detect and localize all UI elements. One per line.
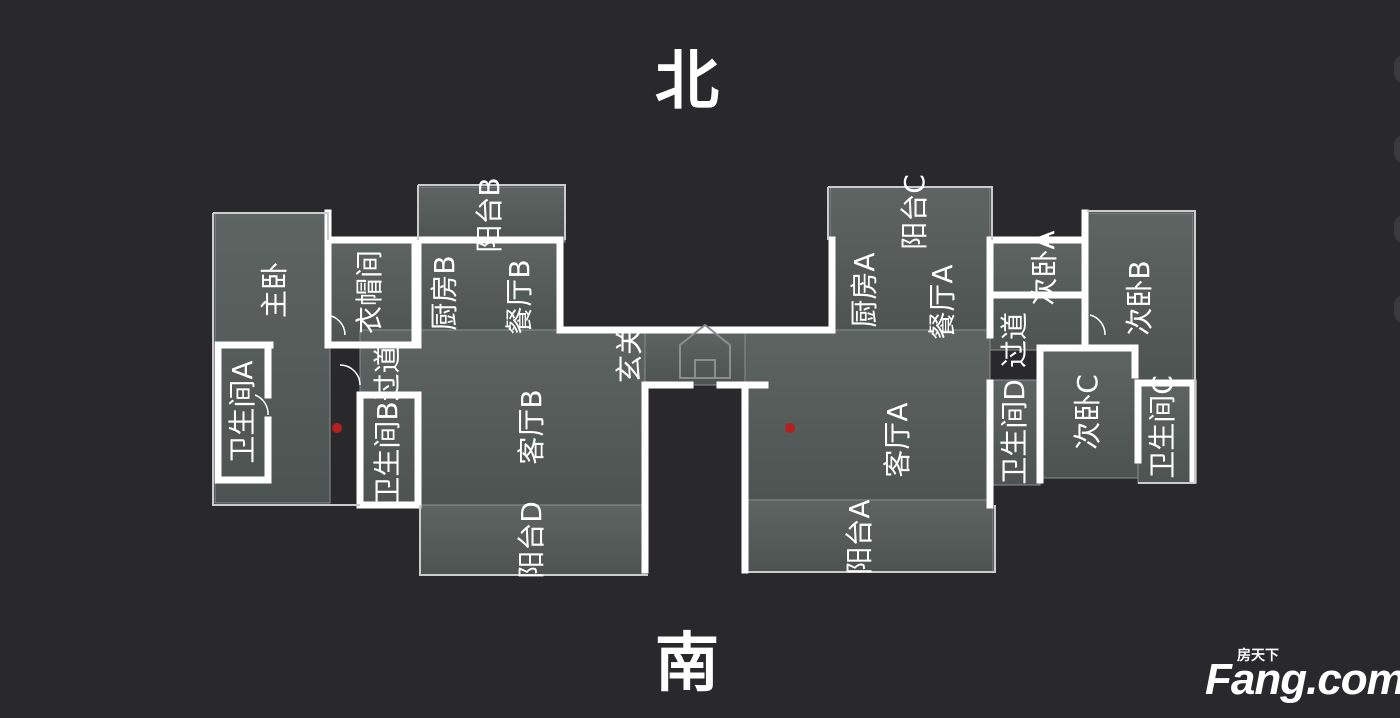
room-label-bedroom-c: 次卧C (1071, 374, 1104, 450)
floor-areas (214, 186, 1194, 576)
north-label: 北 (655, 45, 719, 119)
watermark-chinese: 房天下 (1237, 648, 1279, 664)
room-label-bathroom-b-corridor: 卫生间B过道 (371, 345, 404, 505)
room-label-bathroom-c: 卫生间C (1146, 375, 1179, 479)
floor-living-a (744, 329, 991, 511)
floor-balcony-d (419, 504, 646, 576)
room-label-bathroom-a: 卫生间A (226, 360, 259, 464)
door-arcs (254, 314, 1106, 416)
edge-handle (1394, 215, 1400, 243)
room-label-dining-b: 餐厅B (503, 259, 536, 335)
room-label-kitchen-b: 厨房B (428, 255, 461, 331)
floor-living-b (359, 329, 646, 506)
marker-dot (785, 423, 795, 433)
floor-bathroom-c (1137, 382, 1194, 484)
edge-handle (1394, 55, 1400, 83)
south-label: 南 (655, 627, 719, 701)
room-label-corridor: 过道 (998, 311, 1031, 369)
room-label-bedroom-b: 次卧B (1123, 260, 1156, 336)
room-label-entrance: 玄关 (613, 326, 646, 384)
floor-balcony-a (747, 499, 994, 573)
room-label-balcony-a: 阳台A (843, 499, 876, 575)
room-label-balcony-b: 阳台B (473, 177, 506, 253)
room-label-living-a: 客厅A (881, 402, 914, 478)
window-lines (212, 184, 1196, 576)
room-label-balcony-d: 阳台D (515, 501, 548, 579)
room-label-master-bedroom: 主卧 (258, 261, 291, 319)
edge-handle (1394, 295, 1400, 323)
room-label-living-b: 客厅B (515, 389, 548, 465)
marker-dot (332, 423, 342, 433)
room-label-kitchen-a: 厨房A (848, 252, 881, 328)
room-label-cloakroom: 衣帽间 (353, 249, 386, 335)
floor-master-bedroom (214, 212, 331, 504)
room-label-bedroom-a: 次卧A (1028, 230, 1061, 306)
walls (214, 209, 1197, 574)
room-label-balcony-c: 阳台C (898, 174, 931, 250)
edge-handle (1394, 135, 1400, 163)
house-icon (679, 323, 731, 379)
room-label-dining-a: 餐厅A (926, 264, 959, 340)
watermark-brand: Fang.com (1205, 655, 1400, 704)
floor-dining-a (829, 186, 991, 338)
floor-bedroom-c (1039, 347, 1139, 479)
fang-watermark: 房天下 Fang.com (1205, 645, 1400, 705)
room-label-bathroom-d: 卫生间D (998, 379, 1031, 485)
